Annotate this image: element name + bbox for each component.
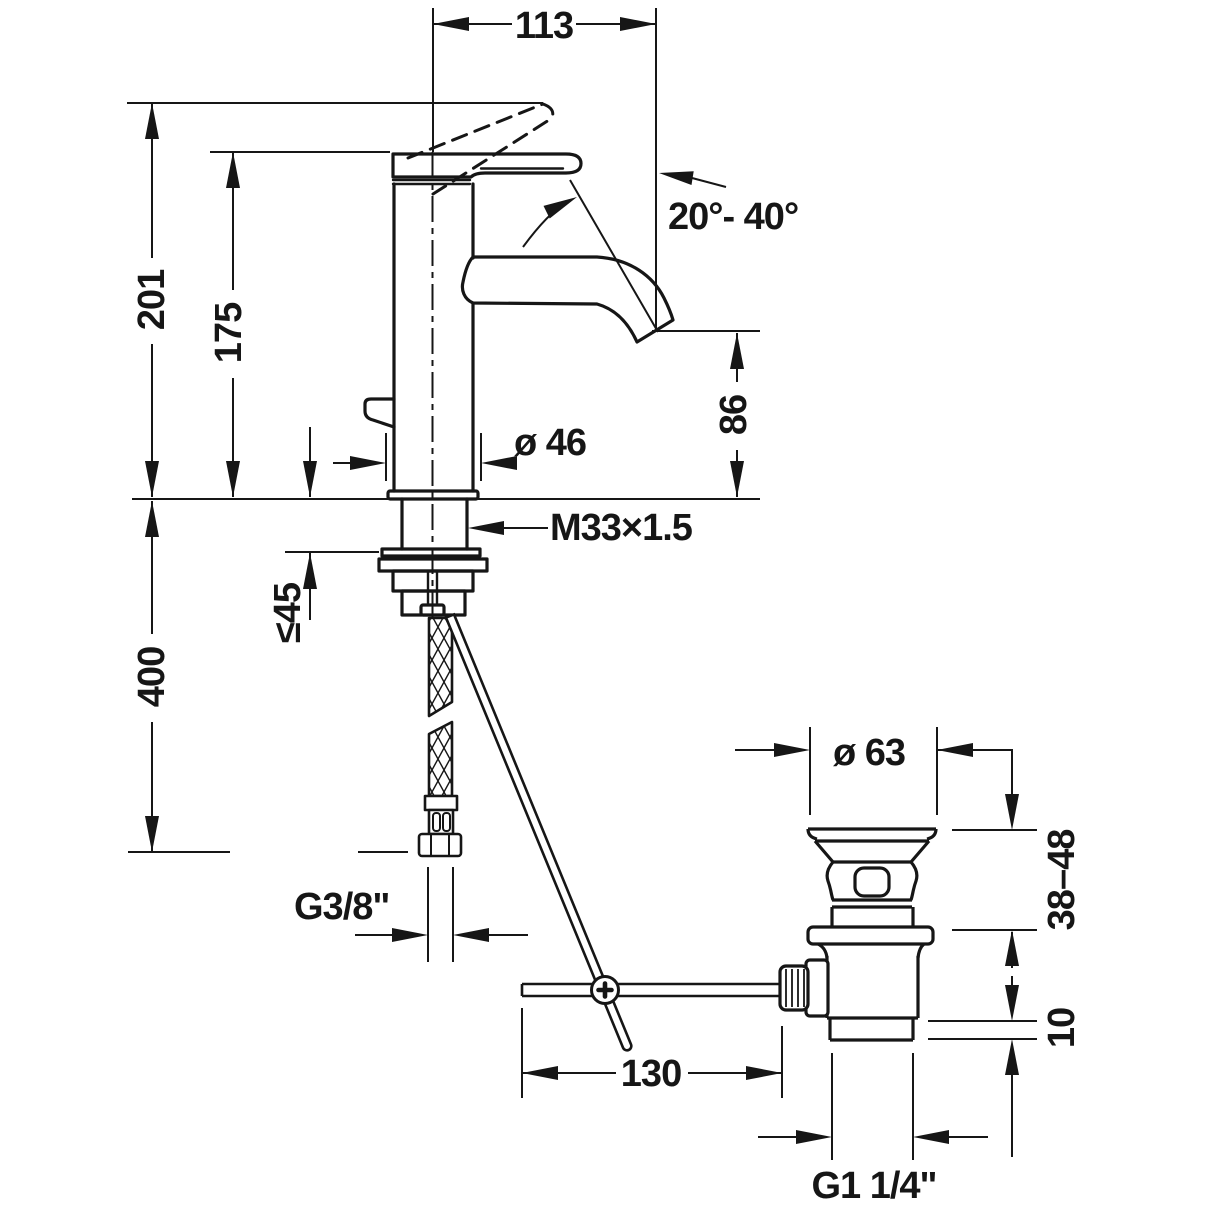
dimension-labels: 113 201 175 20°- 40° 86 ø 46 M33×1.5 ≤45… (131, 5, 1083, 1207)
drain-funnel (813, 839, 931, 864)
overflow-hole (853, 866, 891, 898)
body-tab (363, 397, 396, 429)
dim-175-label: 175 (208, 302, 250, 363)
dimension-arrowheads (145, 17, 1019, 1144)
rod-connector (778, 964, 810, 1012)
hose-hex-nut (417, 832, 463, 858)
dim-400-label: 400 (131, 647, 173, 707)
dim-86-label: 86 (713, 395, 755, 435)
horizontal-rod (520, 982, 781, 998)
faucet-handle (391, 152, 583, 179)
faucet-spout (460, 255, 675, 344)
dim-le45-label: ≤45 (267, 582, 309, 643)
dim-dia46-label: ø 46 (514, 422, 586, 464)
drain-tailpiece (828, 1018, 915, 1042)
pop-up-rod-linkage (444, 612, 781, 1052)
drain-flange (806, 925, 935, 946)
dim-201-label: 201 (131, 269, 173, 330)
dim-g38-label: G3/8" (294, 886, 389, 928)
pull-rod (444, 612, 633, 1052)
extension-lines (127, 8, 1037, 1160)
dim-g114-label: G1 1/4" (811, 1165, 936, 1207)
dim-angle-label: 20°- 40° (668, 196, 798, 238)
handle-raised-position (406, 102, 555, 196)
dim-m33-label: M33×1.5 (550, 507, 693, 549)
drain-assembly (778, 827, 938, 1042)
dim-dia63-label: ø 63 (833, 732, 905, 774)
dim-113-label: 113 (515, 5, 573, 47)
dim-3848-label: 38–48 (1041, 830, 1083, 931)
base-flange (386, 489, 480, 501)
supply-hose (417, 616, 463, 858)
dim-130-label: 130 (621, 1053, 681, 1095)
faucet-body (363, 182, 480, 501)
phillips-screw-icon (596, 981, 614, 999)
dim-10-label: 10 (1041, 1008, 1083, 1048)
